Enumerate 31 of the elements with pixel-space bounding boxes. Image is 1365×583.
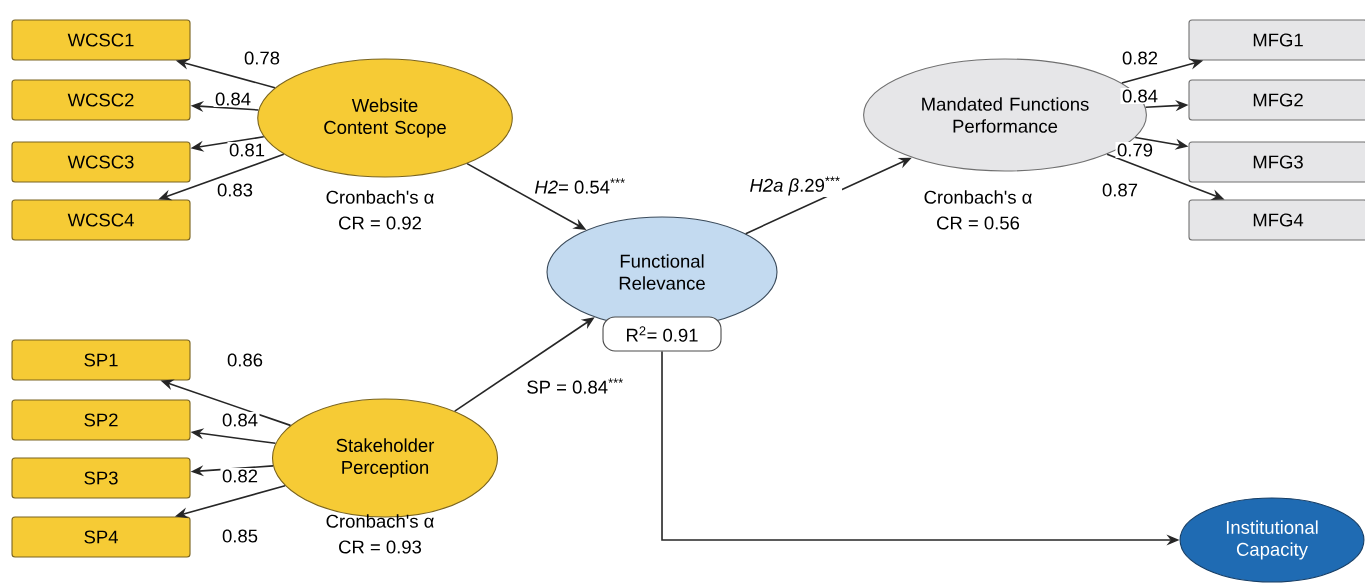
indicator-box: WCSC3 [11, 141, 191, 183]
edge-label: 0.85 [220, 527, 260, 545]
edge-label: 0.82 [220, 467, 260, 485]
indicator-box: WCSC2 [11, 79, 191, 121]
reliability-note: Cronbach's α [924, 190, 1032, 204]
edge-label: SP = 0.84$^{***}$ [524, 376, 626, 396]
r-squared-badge: R$^{2}$= 0.91 [602, 316, 722, 352]
edge-label: 0.84 [220, 411, 260, 429]
edge-label: 0.87 [1100, 181, 1140, 199]
edge-label: 0.83 [215, 181, 255, 199]
indicator-box: SP1 [11, 339, 191, 381]
indicator-box: SP2 [11, 399, 191, 441]
indicator-box: WCSC4 [11, 199, 191, 241]
reliability-note: CR = 0.56 [937, 216, 1020, 230]
edge-label: H2= 0.54$^{***}$ [532, 176, 628, 196]
edge-label: 0.81 [227, 141, 267, 159]
indicator-box: MFG4 [1188, 199, 1365, 241]
edge-label: 0.84 [213, 90, 253, 108]
indicator-box: WCSC1 [11, 19, 191, 61]
reliability-note: Cronbach's α [326, 190, 434, 204]
indicator-box: SP4 [11, 516, 191, 558]
edge-label: H2a β.29$^{***}$ [748, 175, 842, 197]
reliability-note: CR = 0.93 [339, 540, 422, 554]
edge-label: 0.86 [225, 351, 265, 369]
edge-label: 0.84 [1120, 87, 1160, 105]
reliability-note: CR = 0.92 [339, 216, 421, 230]
indicator-box: MFG1 [1188, 19, 1365, 61]
indicator-box: MFG3 [1188, 141, 1365, 183]
edge-label: 0.79 [1115, 141, 1155, 159]
indicator-box: MFG2 [1188, 79, 1365, 121]
indicator-box: SP3 [11, 457, 191, 499]
